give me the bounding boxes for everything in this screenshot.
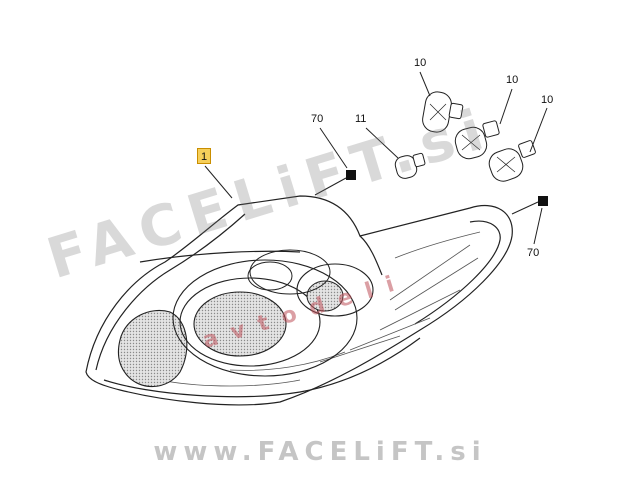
bulb-11	[394, 152, 426, 179]
bulb-10-a	[422, 91, 464, 133]
callout-bulb-10-c: 10	[541, 94, 554, 106]
cap-70-b	[538, 196, 548, 206]
callout-bulb-11: 11	[355, 113, 367, 125]
headlamp-housing	[85, 195, 513, 406]
callout-bulb-10-b: 10	[506, 74, 519, 86]
callout-cap-70-b: 70	[527, 247, 540, 259]
bulb-10-c	[488, 140, 536, 182]
watermark-bottom: www.FACELiFT.si	[153, 437, 487, 467]
upper-lamp-module	[247, 249, 331, 295]
main-reflector-bowl	[172, 259, 358, 377]
leader-lines	[204, 71, 548, 245]
bulb-10-b	[454, 120, 500, 160]
callout-bulb-10-a: 10	[414, 57, 427, 69]
part-label-1: 1	[197, 148, 211, 164]
projector-lens-left	[117, 310, 188, 388]
callout-cap-70-a: 70	[311, 113, 324, 125]
cap-70-a	[346, 170, 356, 180]
reflector-lines	[159, 231, 481, 387]
projector-lens-center	[193, 291, 287, 357]
